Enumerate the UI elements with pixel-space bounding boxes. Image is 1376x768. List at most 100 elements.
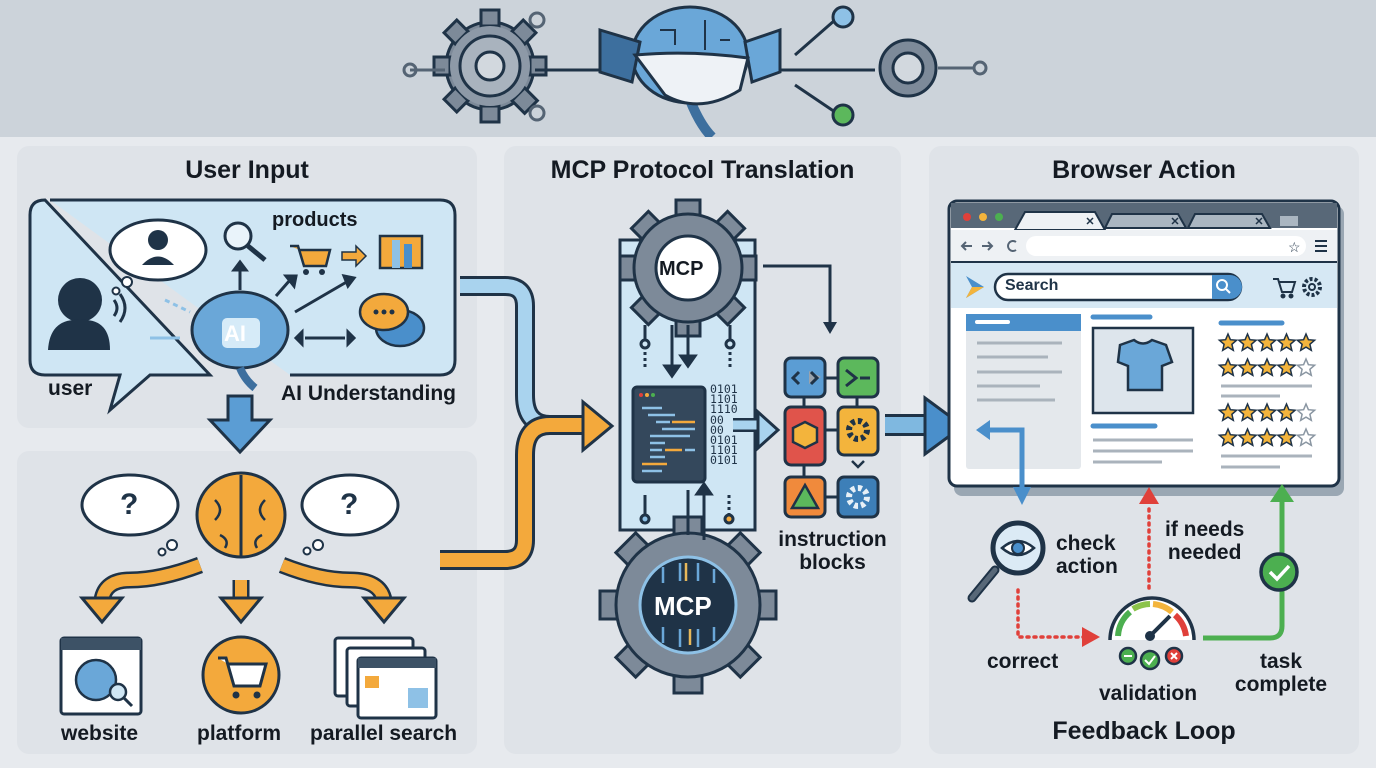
ai-badge: AI [224,321,246,346]
binary-line: 1110 [710,402,738,417]
browser-title: Browser Action [1052,156,1236,184]
rating-row [1217,427,1317,447]
feedback-title: Feedback Loop [1052,717,1236,745]
star-empty-icon [1295,357,1317,377]
thought-cloud-icon [108,218,208,296]
ratings [1217,332,1317,447]
to-browser-arrow [885,395,966,457]
star-empty-icon [1295,427,1317,447]
mcp-gear-top-label: MCP [659,258,704,280]
mcp-title: MCP Protocol Translation [550,156,855,184]
cart-icon [290,244,332,275]
mcp-gear-bottom-label: MCP [654,591,712,621]
down-arrow-icon [206,394,274,455]
website-icon [59,636,143,716]
star-filled-icon [1256,332,1278,352]
label-if-needs: if needs needed [1165,518,1244,564]
browser-tab[interactable] [1103,213,1188,229]
question-mark: ? [340,488,359,521]
menu-icon[interactable] [1315,240,1327,252]
gear-icon [878,38,938,98]
ai-arrows [231,259,357,348]
platform-cart-icon [201,635,281,715]
binary-line: 0101 [710,433,738,448]
orange-brain-icon [195,471,287,559]
search-input[interactable]: Search [1005,277,1059,294]
label-line: action [1056,555,1118,579]
question-mark: ? [120,488,139,521]
mcp-gear-top [618,198,758,338]
browser-tab[interactable] [1186,213,1272,229]
block-icons [789,368,870,510]
label-line: if needs [1165,518,1245,541]
star-filled-icon [1237,332,1258,352]
star-filled-icon [1217,357,1239,377]
label-line: check [1056,532,1116,555]
star-filled-icon [1276,427,1297,447]
star-filled-icon [1256,402,1278,422]
star-empty-icon [1295,402,1317,422]
browser-window: ☆ [947,199,1344,496]
star-filled-icon [1237,402,1258,422]
products-chart-icon [378,234,424,270]
star-filled-icon [1237,427,1258,447]
label-task-complete: task complete [1226,650,1336,696]
feedback-loop [967,420,1299,671]
question-cloud-icon [80,473,180,557]
star-filled-icon [1217,332,1239,352]
bookmark-star-icon[interactable]: ☆ [1288,239,1301,255]
label-line: blocks [799,551,866,575]
binary-line: 1101 [710,392,738,407]
label-validation: validation [1099,682,1198,705]
search-icon [223,221,267,262]
user-silhouette-icon [48,278,127,350]
star-filled-icon [1295,332,1317,352]
label-parallel-search: parallel search [310,722,458,745]
mcp-gear-bottom [598,515,778,695]
gear-icon [432,8,548,124]
label-check-action: check action [1056,532,1118,578]
rating-row [1217,357,1317,377]
binary-line: 00 [710,412,724,427]
tshirt-icon [1116,338,1174,392]
star-filled-icon [1276,357,1297,377]
label-line: task [1259,650,1303,673]
address-bar[interactable] [1026,236,1306,256]
question-cloud-icon [300,473,400,556]
check-circle-icon [1259,552,1299,592]
star-filled-icon [1217,427,1239,447]
rating-row [1217,402,1317,422]
chat-icon [358,292,426,348]
input-flow-arrows [440,276,590,570]
star-filled-icon [1256,357,1278,377]
star-filled-icon [1276,402,1297,422]
label-website: website [61,722,139,745]
validation-gauge-icon [1108,596,1196,671]
label-line: needed [1167,541,1242,565]
label-line: instruction [778,528,887,551]
browser-tab-active[interactable] [1013,211,1107,231]
label-instruction-blocks: instruction blocks [770,528,895,574]
user-input-title: User Input [185,156,309,184]
settings-icon[interactable] [1302,277,1322,297]
label-products: products [272,209,358,231]
banner-illustration [402,5,988,141]
header-banner [0,0,1376,141]
label-ai-understanding: AI Understanding [281,382,457,405]
label-correct: correct [987,650,1059,673]
star-filled-icon [1237,357,1258,377]
rating-row [1217,332,1317,352]
label-platform: platform [197,722,281,745]
binary-line: 00 [710,422,724,437]
handshake-icon [598,27,782,106]
nav-icons[interactable] [960,240,1017,252]
label-line: complete [1234,673,1328,697]
instruction-blocks [783,356,880,519]
cart-icon[interactable] [1273,278,1297,299]
binary-line: 0101 [710,453,738,468]
parallel-search-icon [333,636,438,720]
arrow-right-icon [341,244,368,268]
star-filled-icon [1256,427,1278,447]
binary-line: 0101 [710,382,738,396]
